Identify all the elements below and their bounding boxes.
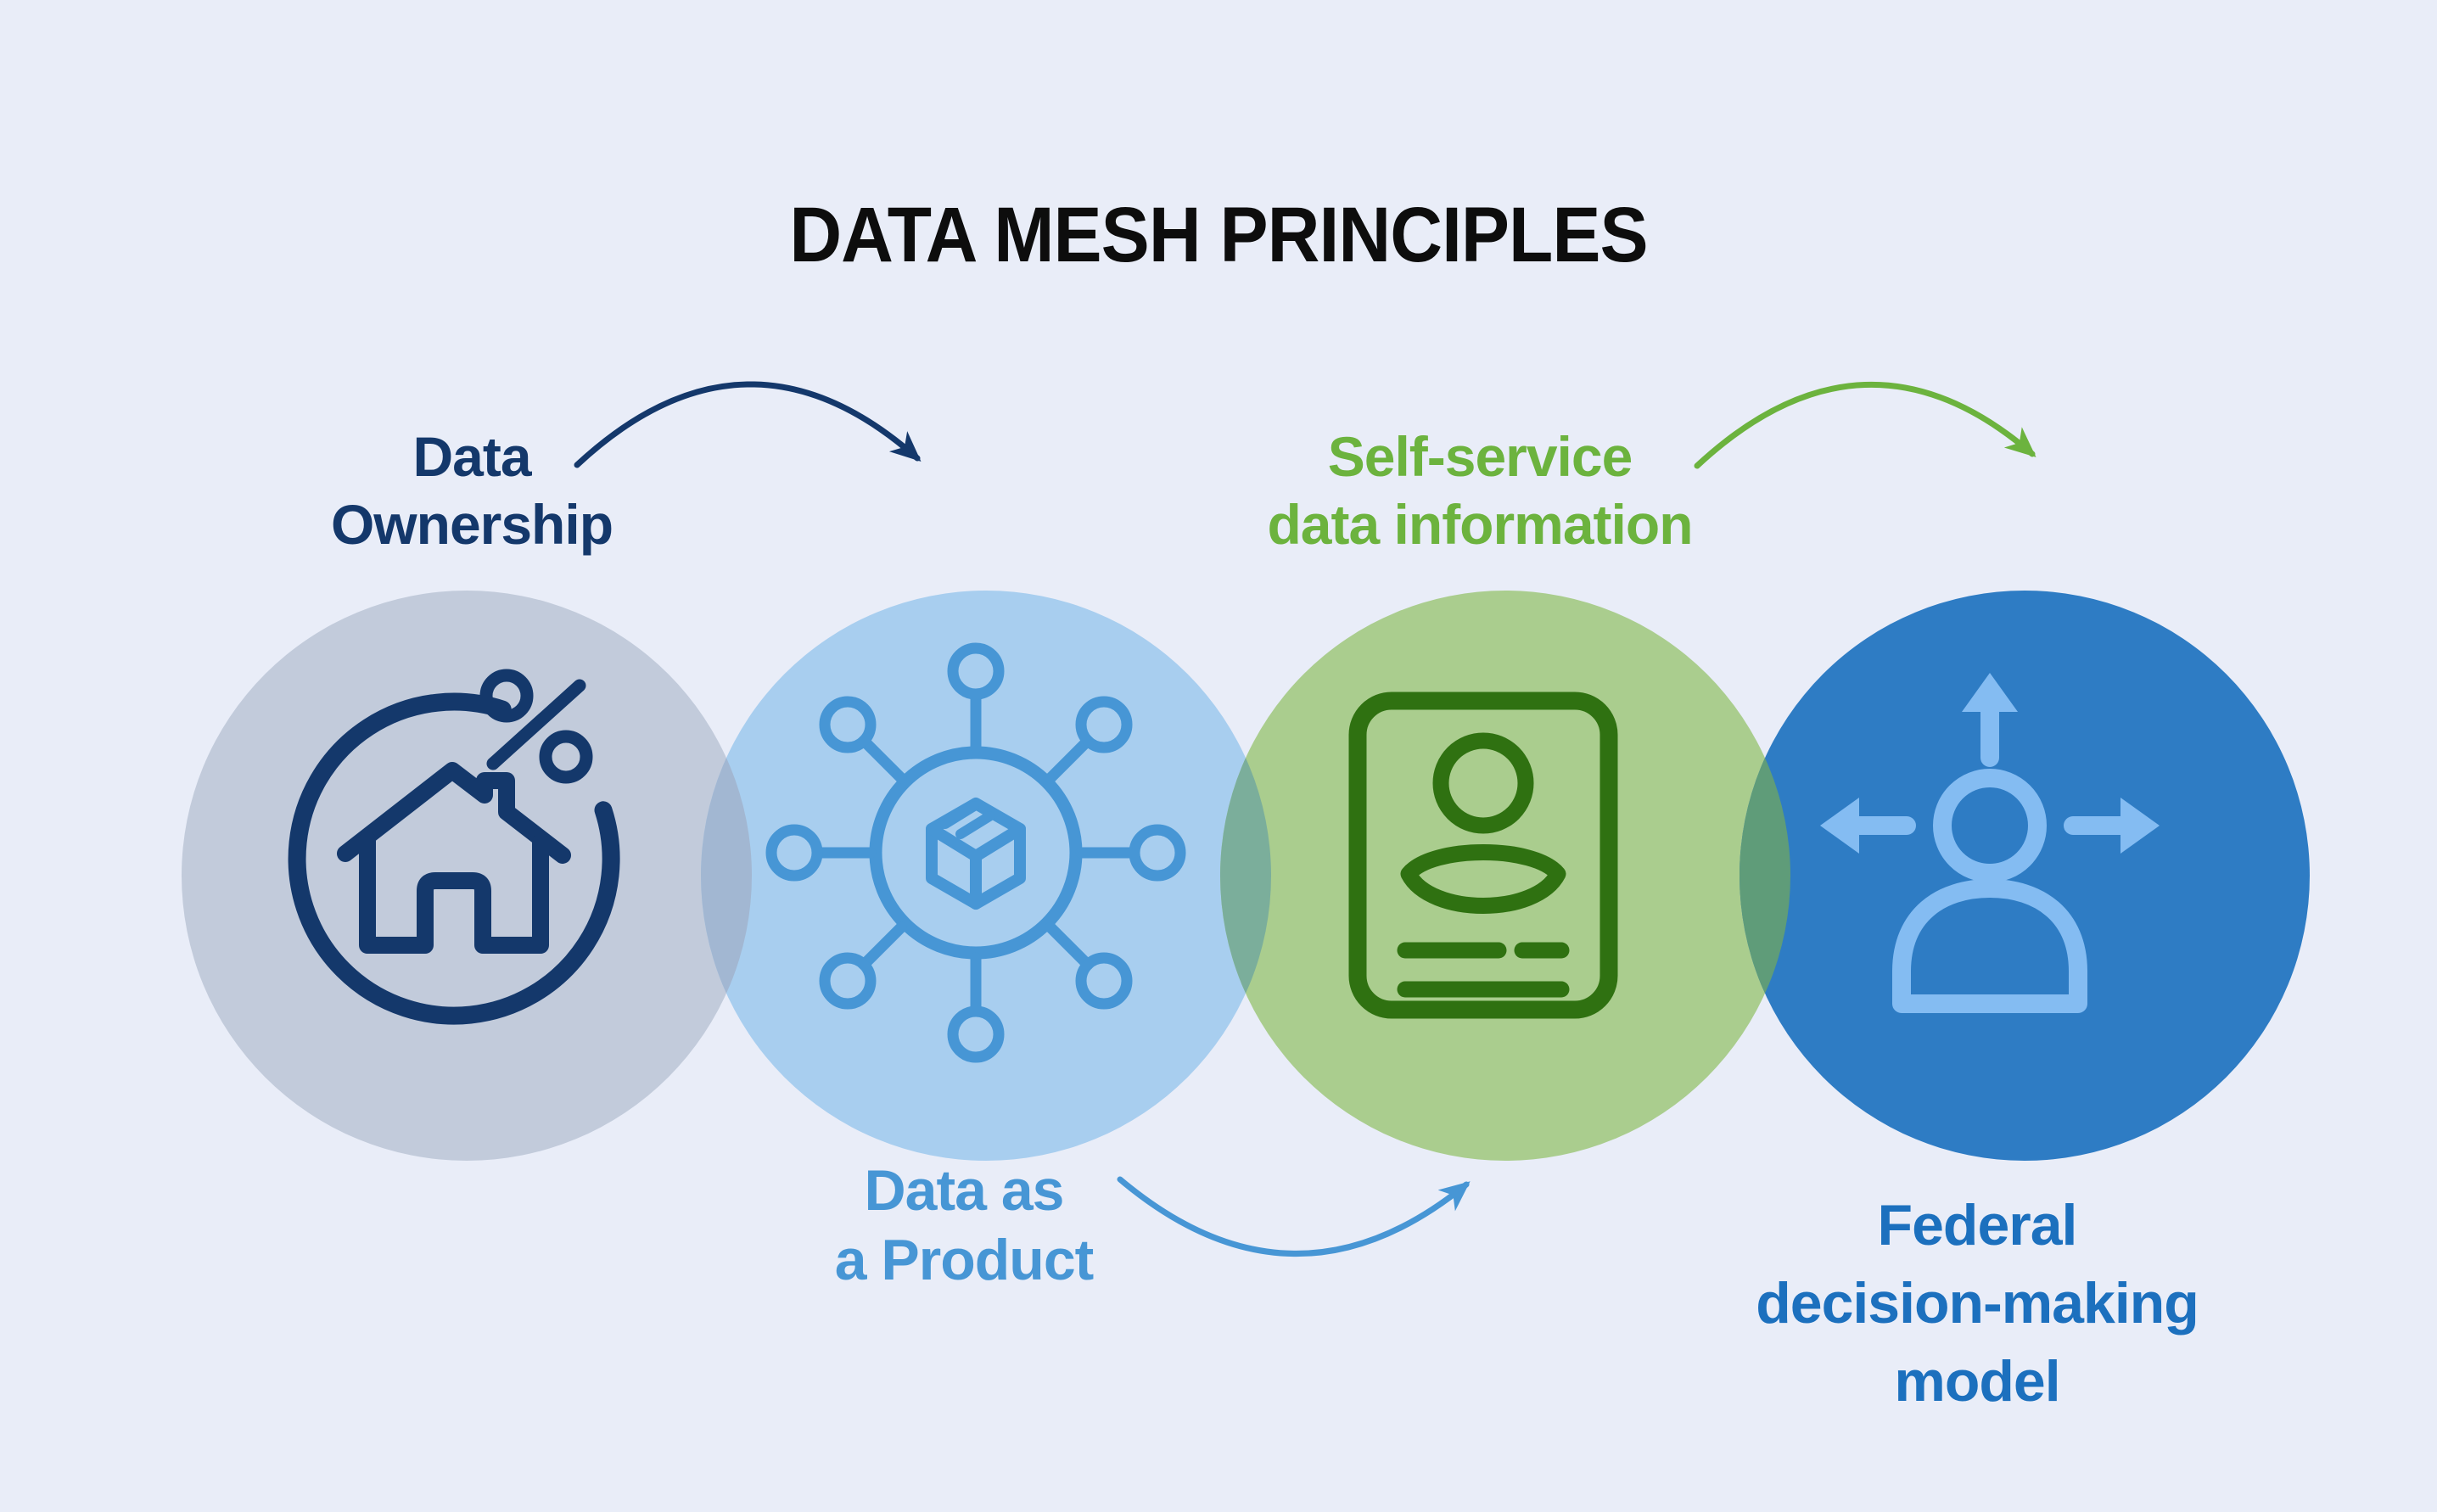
label-line: Federal bbox=[1877, 1193, 2078, 1257]
cube-network-icon bbox=[765, 642, 1186, 1063]
person-arrows-icon bbox=[1820, 673, 2160, 1013]
label-data-ownership: Data Ownership bbox=[331, 423, 613, 558]
page-title: DATA MESH PRINCIPLES bbox=[789, 192, 1648, 278]
circle-federal-model bbox=[1740, 591, 2310, 1161]
label-data-as-a-product: Data as a Product bbox=[834, 1156, 1095, 1295]
label-line: data information bbox=[1267, 493, 1693, 556]
id-card-icon bbox=[1348, 692, 1618, 1019]
label-line: Data bbox=[412, 425, 531, 488]
arrow-selfservice-to-federal bbox=[1694, 381, 2036, 469]
label-line: Data as bbox=[864, 1158, 1065, 1223]
label-self-service-data-information: Self-service data information bbox=[1267, 423, 1693, 558]
house-percent-icon bbox=[288, 669, 620, 1025]
label-line: model bbox=[1894, 1349, 2060, 1414]
label-line: a Product bbox=[834, 1228, 1095, 1292]
label-federal-decision-making-model: Federal decision-making model bbox=[1756, 1186, 2199, 1420]
arrow-product-to-selfservice bbox=[1117, 1176, 1471, 1257]
label-line: Ownership bbox=[330, 493, 613, 556]
circle-self-service bbox=[1220, 591, 1790, 1161]
arrow-ownership-to-product bbox=[574, 381, 922, 468]
label-line: decision-making bbox=[1756, 1271, 2199, 1336]
label-line: Self-service bbox=[1327, 425, 1633, 488]
